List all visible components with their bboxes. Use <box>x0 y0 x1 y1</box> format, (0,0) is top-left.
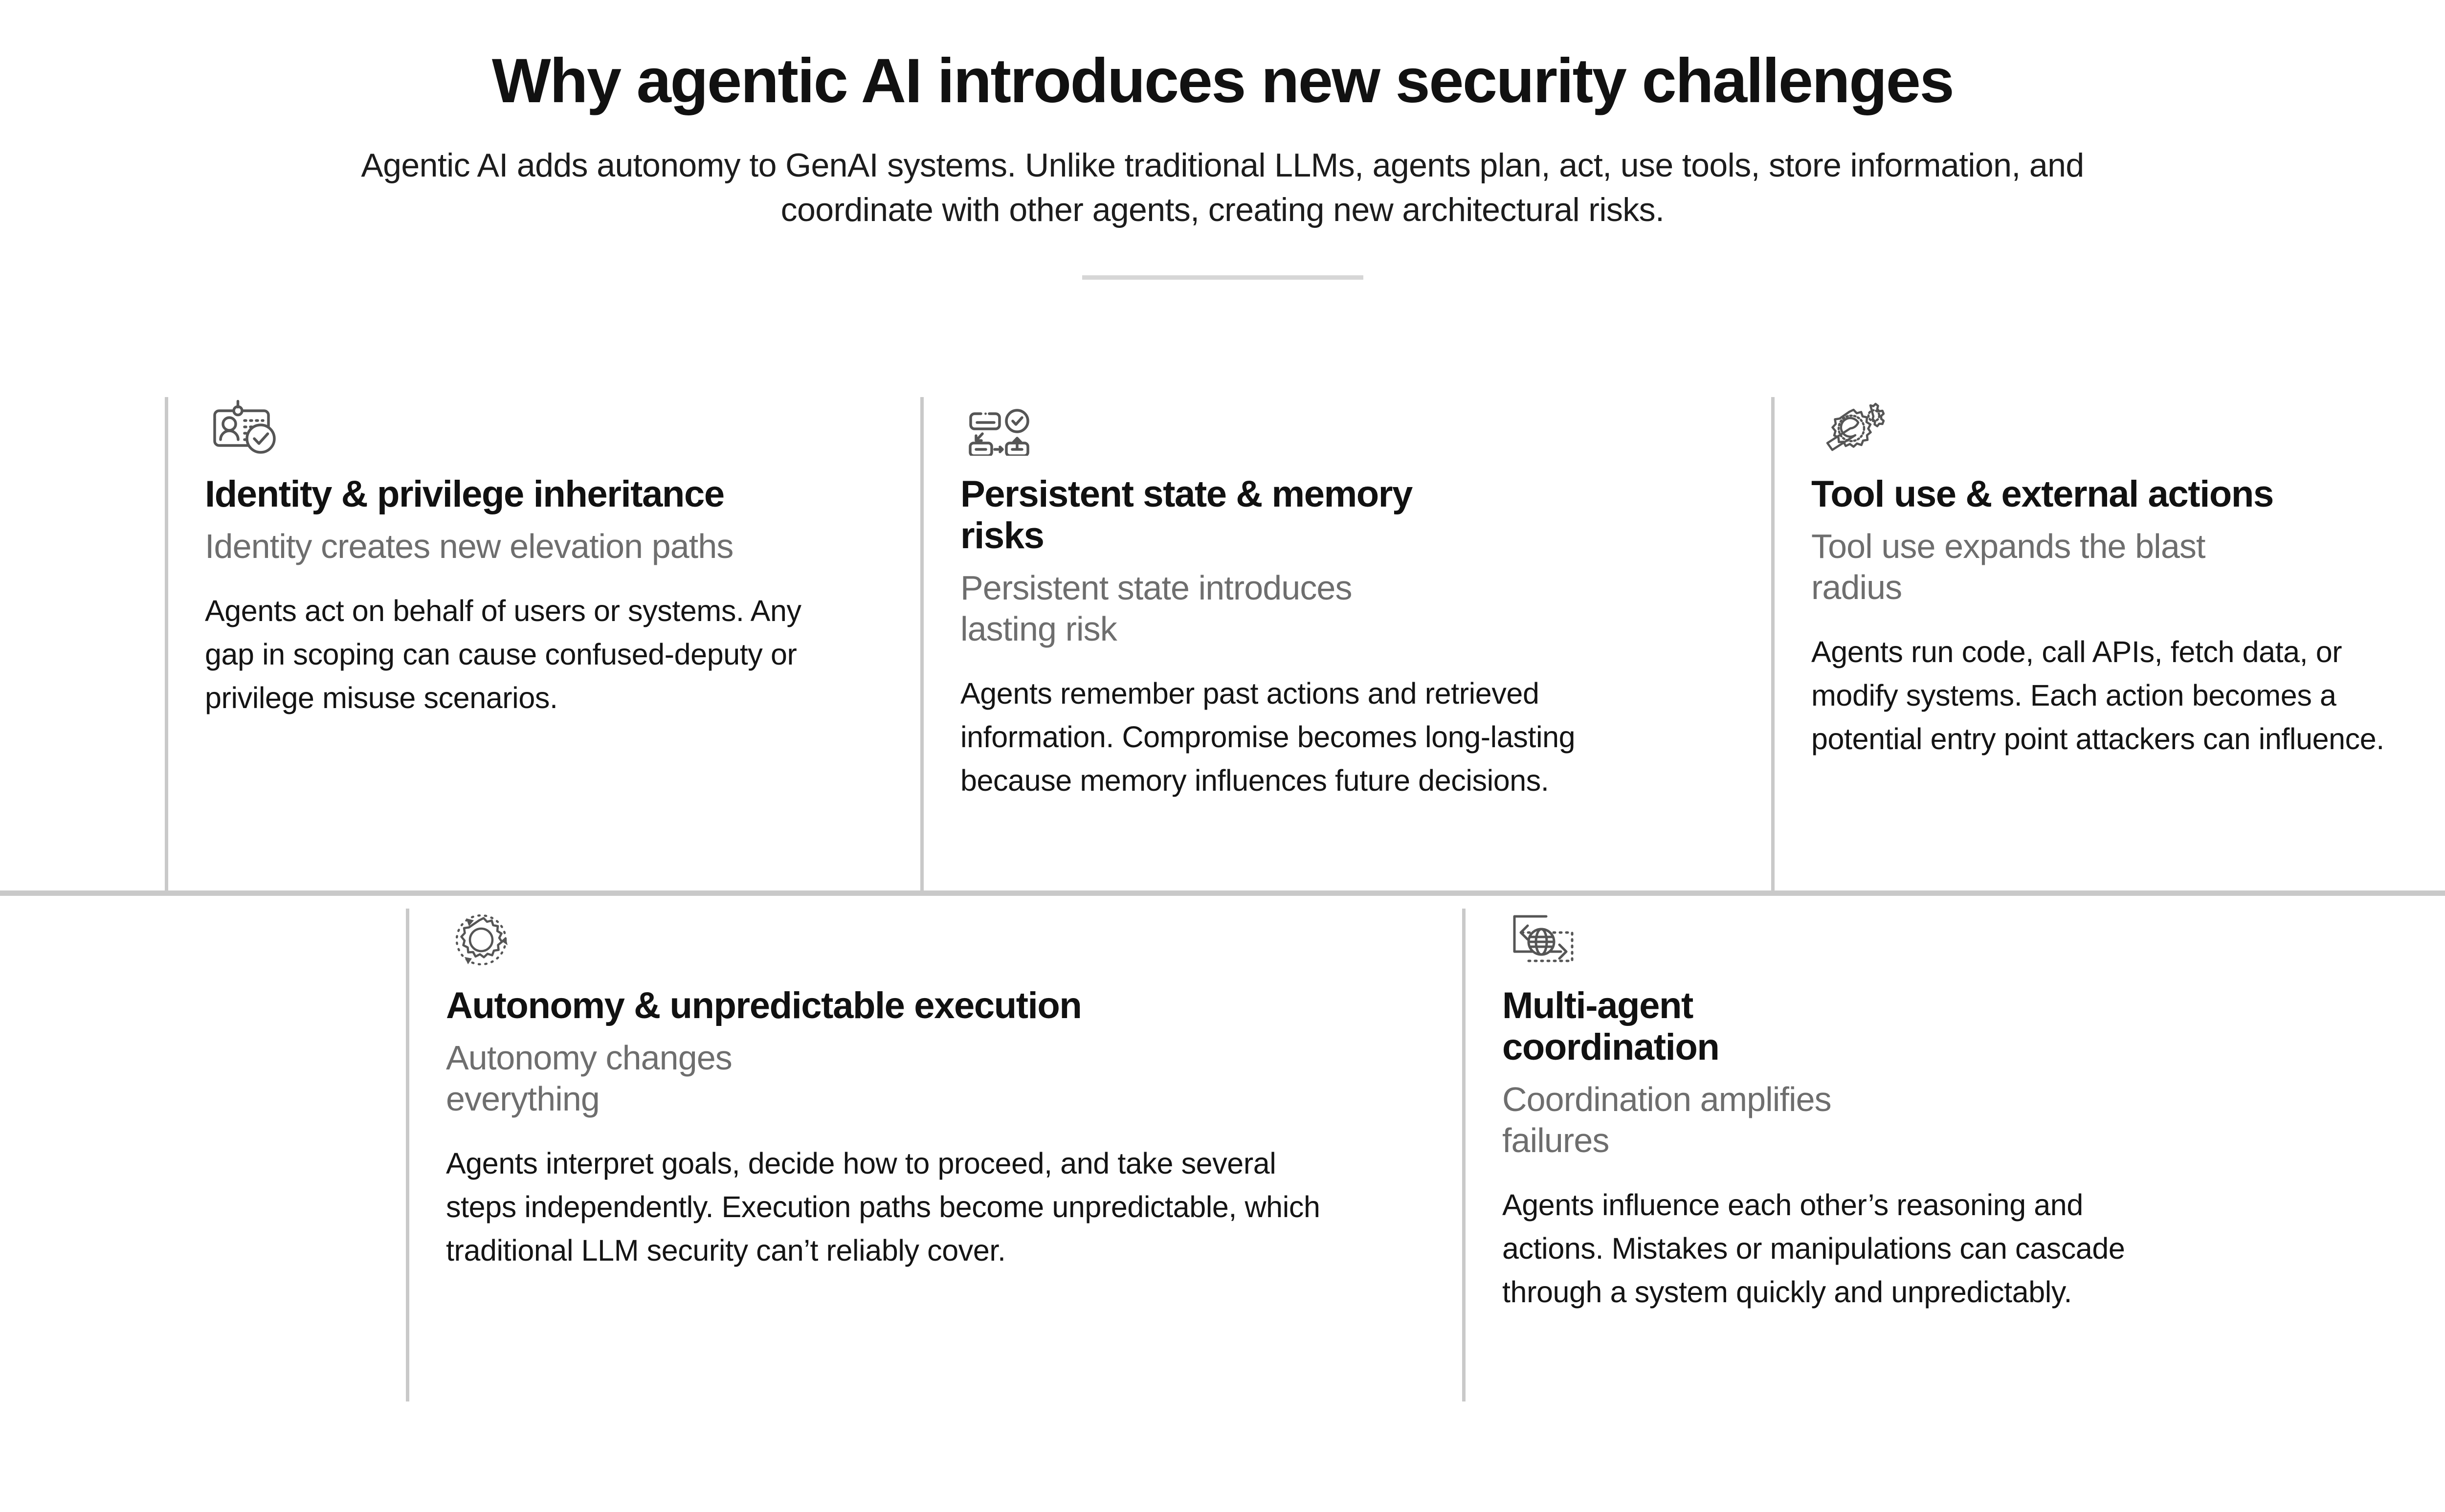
card-title: Persistent state & memory risks <box>960 473 1413 557</box>
card-persistent-state-memory-risks: Persistent state & memory risks Persiste… <box>920 386 1771 893</box>
card-subtitle: Autonomy changes everything <box>446 1039 733 1118</box>
card-title: Autonomy & unpredictable execution <box>446 985 1082 1026</box>
card-autonomy-unpredictable-execution: Autonomy & unpredictable execution Auton… <box>406 898 1462 1401</box>
grid-spacer <box>0 898 406 1401</box>
page-subtitle: Agentic AI adds autonomy to GenAI system… <box>361 146 2084 228</box>
card-title: Identity & privilege inheritance <box>205 473 725 515</box>
header-divider <box>1082 275 1363 280</box>
card-title: Multi-agent coordination <box>1502 985 1720 1068</box>
card-multi-agent-coordination: Multi-agent coordination Coordination am… <box>1462 898 2445 1401</box>
card-body: Agents act on behalf of users or systems… <box>205 594 801 715</box>
globe-exchange-icon <box>1502 910 2406 967</box>
wrench-gears-icon <box>1811 398 2406 456</box>
card-body: Agents interpret goals, decide how to pr… <box>446 1147 1320 1267</box>
row-divider <box>0 890 2445 896</box>
process-workflow-icon <box>960 398 1732 456</box>
card-body: Agents remember past actions and retriev… <box>960 677 1576 798</box>
card-subtitle: Persistent state introduces lasting risk <box>960 569 1352 648</box>
card-subtitle: Identity creates new elevation paths <box>205 527 734 566</box>
rotating-gear-icon <box>446 910 1423 967</box>
card-identity-privilege-inheritance: Identity & privilege inheritance Identit… <box>165 386 920 893</box>
cards-row-bottom: Autonomy & unpredictable execution Auton… <box>0 898 2445 1401</box>
card-title: Tool use & external actions <box>1811 473 2274 515</box>
card-body: Agents influence each other’s reasoning … <box>1502 1188 2125 1309</box>
card-body: Agents run code, call APIs, fetch data, … <box>1811 635 2384 756</box>
cards-row-top: Identity & privilege inheritance Identit… <box>0 386 2445 893</box>
page-title: Why agentic AI introduces new security c… <box>491 46 1955 116</box>
id-badge-verified-icon <box>205 398 881 456</box>
header: Why agentic AI introduces new security c… <box>0 0 2445 280</box>
card-tool-use-external-actions: Tool use & external actions Tool use exp… <box>1771 386 2445 893</box>
card-subtitle: Tool use expands the blast radius <box>1811 527 2205 607</box>
card-subtitle: Coordination amplifies failures <box>1502 1080 1832 1160</box>
